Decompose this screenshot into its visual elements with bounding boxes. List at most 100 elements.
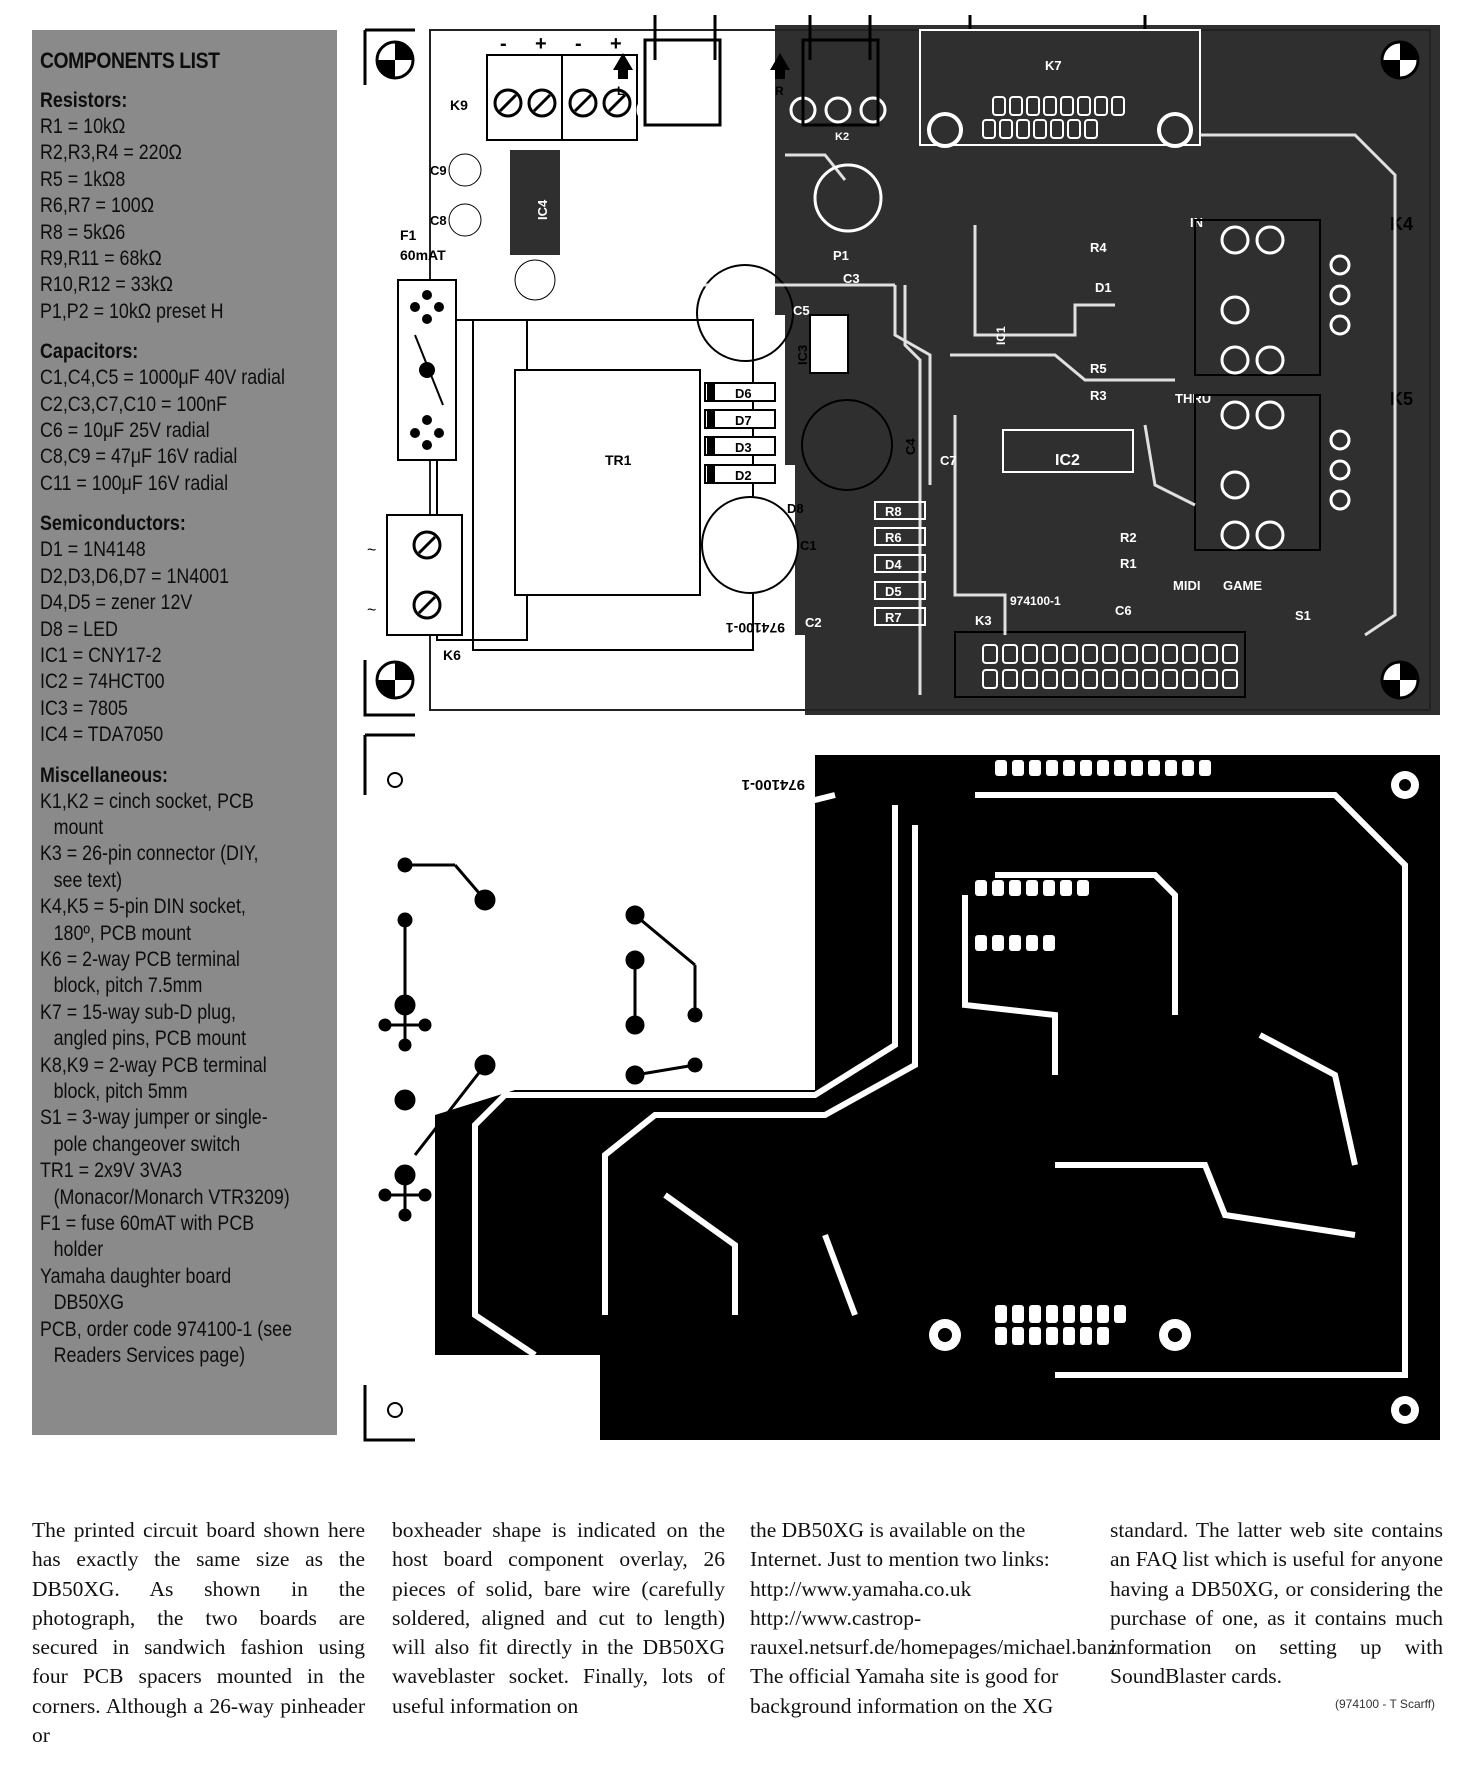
r2-label: R2 (1120, 530, 1137, 545)
copper-pad (1046, 1327, 1058, 1345)
in-label: IN (1190, 215, 1203, 230)
k7-pin (1067, 119, 1081, 139)
pcb-code-overlay: 974100-1 (1010, 594, 1061, 608)
c11-label: C11 (563, 273, 586, 288)
component-line: mount (53, 815, 104, 839)
copper-layout: 974100-1 (363, 733, 1440, 1442)
k3-pin (1082, 644, 1098, 664)
k3-pin (1142, 669, 1158, 689)
component-overlay: - + - + K9 K8 TR1 F1 60mAT ~ ~ K6 C9 C8 … (355, 15, 1440, 717)
component-line: PCB, order code 974100-1 (see (40, 1317, 293, 1341)
copper-pad (1009, 935, 1021, 951)
component-line: K4,K5 = 5-pin DIN socket, (40, 895, 246, 919)
copper-pad (992, 935, 1004, 951)
r-label: R (775, 84, 784, 98)
component-line: C8,C9 = 47μF 16V radial (40, 445, 238, 469)
k7-pin (1016, 119, 1030, 139)
k3-pin (982, 644, 998, 664)
fuse-rating-label: 60mAT (400, 247, 446, 263)
component-line: (Monacor/Monarch VTR3209) (53, 1185, 290, 1209)
component-line: IC3 = 7805 (40, 696, 128, 720)
k7-pin (1033, 119, 1047, 139)
component-line: K3 = 26-pin connector (DIY, (40, 842, 259, 866)
k7-pin (1043, 96, 1057, 116)
r12-label: R12 (627, 168, 651, 183)
component-line: C1,C4,C5 = 1000μF 40V radial (40, 366, 285, 390)
k3-pin (1182, 669, 1198, 689)
corner-mark-tl (375, 40, 415, 80)
component-line: P1,P2 = 10kΩ preset H (40, 299, 224, 323)
copper-pad (1046, 1305, 1058, 1323)
component-line: TR1 = 2x9V 3VA3 (40, 1159, 183, 1183)
component-line: F1 = fuse 60mAT with PCB (40, 1212, 255, 1236)
k7-pin (999, 119, 1013, 139)
p1-label: P1 (833, 248, 849, 263)
k3-pin (1202, 644, 1218, 664)
copper-pad (1148, 760, 1160, 776)
r6-label: R6 (885, 530, 902, 545)
k3-pin (982, 669, 998, 689)
r1-label: R1 (1120, 556, 1137, 571)
k7-pin (1084, 119, 1098, 139)
component-line: IC1 = CNY17-2 (40, 643, 162, 667)
copper-pad (1097, 1327, 1109, 1345)
d4-label: D4 (885, 557, 902, 572)
tr1-label: TR1 (605, 452, 632, 468)
copper-pad (1182, 760, 1194, 776)
copper-pad (1029, 760, 1041, 776)
c2-label: C2 (805, 615, 822, 630)
component-line: block, pitch 5mm (53, 1080, 188, 1103)
component-line: IC4 = TDA7050 (40, 723, 164, 747)
component-line: angled pins, PCB mount (53, 1027, 247, 1051)
pcb-code-mirror: 974100-1 (726, 620, 785, 636)
minus-label-2: - (575, 33, 582, 55)
r11-label: R11 (627, 196, 650, 211)
component-line: R9,R11 = 68kΩ (40, 247, 162, 271)
k7-label: K7 (1045, 58, 1062, 73)
corner-mark-bl (375, 660, 415, 700)
k7-pin (1050, 119, 1064, 139)
copper-pad (1063, 760, 1075, 776)
d8-label: D8 (787, 501, 804, 516)
p2-label: P2 (675, 248, 691, 263)
l-label: L (617, 84, 624, 98)
copper-pad (995, 760, 1007, 776)
k7-pin (1026, 96, 1040, 116)
corner-mark-br (1380, 660, 1420, 700)
copper-pad (1060, 880, 1072, 896)
copper-ground-plane (435, 755, 1440, 1440)
k3-pin (1162, 669, 1178, 689)
k3-pin (1022, 669, 1038, 689)
k6-label: K6 (443, 647, 461, 663)
paragraph-3: the DB50XG is available on the Internet.… (750, 1518, 1118, 1718)
copper-pad (1012, 1327, 1024, 1345)
k3-pin (1142, 644, 1158, 664)
overlay-dark-board (775, 25, 1440, 715)
ic3-label: IC3 (795, 345, 810, 365)
component-line: D8 = LED (40, 617, 118, 641)
k3-pin (1122, 644, 1138, 664)
component-line: K8,K9 = 2-way PCB terminal (40, 1053, 267, 1077)
component-line: D1 = 1N4148 (40, 538, 146, 562)
d2-label: D2 (735, 468, 752, 483)
paragraph-4: standard. The latter web site contains a… (1110, 1518, 1443, 1689)
copper-pad (995, 1305, 1007, 1323)
copper-pad (1080, 1305, 1092, 1323)
component-line: 180º, PCB mount (53, 921, 192, 945)
ac-label-1: ~ (367, 542, 376, 559)
c9-label: C9 (430, 163, 447, 178)
component-line: K6 = 2-way PCB terminal (40, 947, 240, 971)
k3-pin (1082, 669, 1098, 689)
copper-pad (1063, 1327, 1075, 1345)
component-line: IC2 = 74HCT00 (40, 670, 165, 694)
ac-label-2: ~ (367, 602, 376, 619)
component-line: pole changeover switch (53, 1132, 241, 1156)
copper-pad (975, 935, 987, 951)
section-heading: Capacitors: (40, 340, 139, 364)
component-line: C6 = 10μF 25V radial (40, 419, 210, 443)
thru-label: THRU (1175, 391, 1211, 406)
d7-label: D7 (735, 413, 752, 428)
